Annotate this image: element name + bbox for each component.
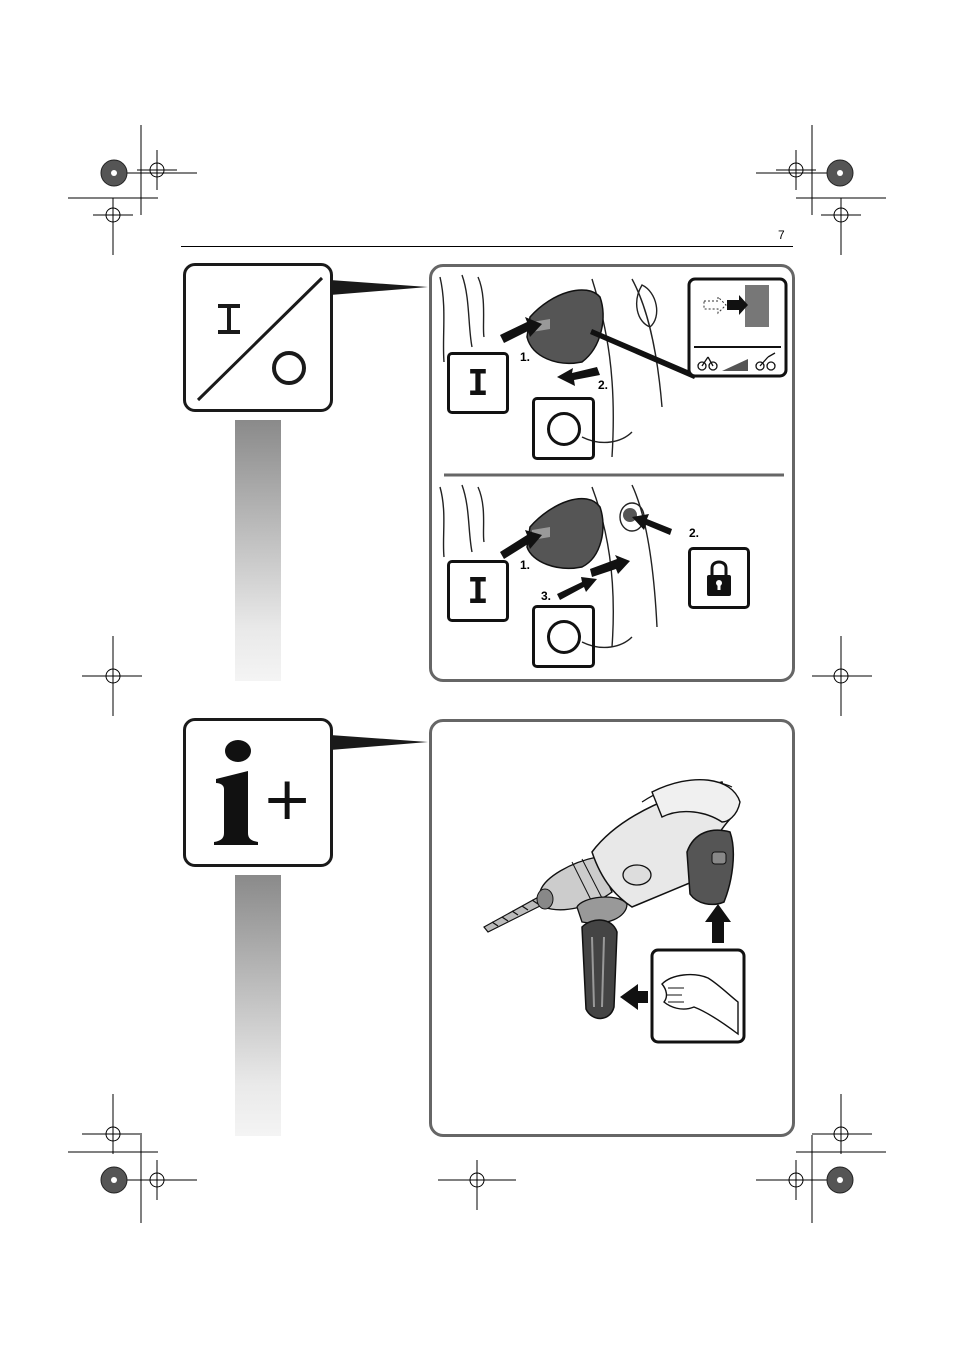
off-symbol-upper — [532, 397, 595, 460]
on-off-symbol-icon — [186, 266, 330, 409]
on-off-symbol-box — [183, 263, 333, 412]
arrow-left-icon — [620, 984, 648, 1010]
step-lower-1: 1. — [520, 558, 530, 572]
on-symbol-text: I — [467, 363, 489, 404]
step-lower-2: 2. — [689, 526, 699, 540]
lock-icon — [691, 550, 747, 606]
handle-panel — [429, 719, 795, 1137]
step-lower-3: 3. — [541, 589, 551, 603]
on-symbol-upper: I — [447, 352, 509, 414]
callout-pointer-2 — [330, 733, 430, 753]
on-symbol-text: I — [467, 571, 489, 612]
off-symbol-lower — [532, 605, 595, 668]
drill-illustration — [432, 722, 792, 1134]
drill-grip — [687, 830, 733, 904]
lock-symbol-box — [688, 547, 750, 609]
off-circle-icon — [547, 412, 581, 446]
side-gradient-bar-2 — [235, 875, 281, 1136]
info-plus-symbol-box: + — [183, 718, 333, 867]
arrow-up-icon — [705, 904, 731, 943]
info-plus-text: + — [262, 769, 312, 829]
switch-panel: I 1. 2. I 1. 2. 3. — [429, 264, 795, 682]
side-gradient-bar-1 — [235, 420, 281, 681]
on-symbol-lower: I — [447, 560, 509, 622]
off-circle-icon — [547, 620, 581, 654]
step-upper-2: 2. — [598, 378, 608, 392]
callout-pointer-1 — [330, 278, 430, 298]
header-rule — [181, 246, 793, 247]
page-number: 7 — [778, 228, 785, 242]
step-upper-1: 1. — [520, 350, 530, 364]
auxiliary-handle — [582, 920, 617, 1018]
arrow-release-icon — [557, 367, 600, 386]
